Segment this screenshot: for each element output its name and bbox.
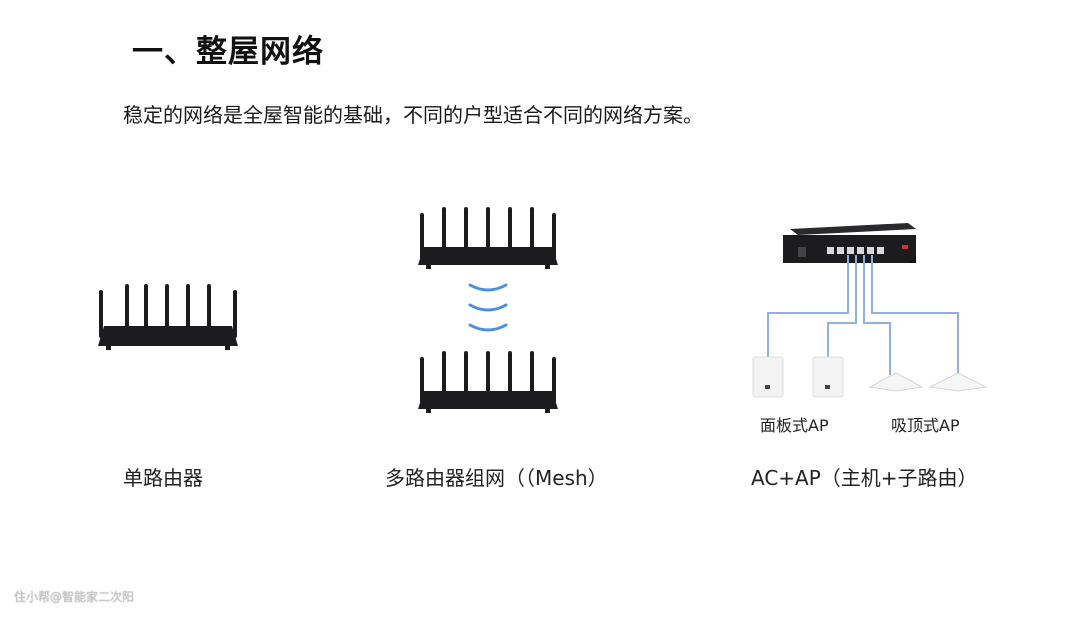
page-subtitle: 稳定的网络是全屋智能的基础，不同的户型适合不同的网络方案。 (123, 103, 703, 127)
caption-ac-ap: AC+AP（主机+子路由） (751, 466, 978, 490)
caption-single-router: 单路由器 (123, 466, 203, 490)
panel-ap-label: 面板式AP (760, 416, 829, 435)
router-icon (98, 284, 238, 350)
mesh-illustration (414, 203, 564, 423)
mesh-routers-icon (418, 207, 558, 413)
caption-mesh: 多路由器组网（（Mesh） (385, 466, 608, 490)
ceiling-ap-icons (868, 372, 988, 392)
ac-ap-illustration (750, 215, 1000, 400)
ceiling-ap-label: 吸顶式AP (891, 416, 960, 435)
page-title: 一、整屋网络 (132, 34, 324, 70)
single-router-illustration (94, 280, 244, 360)
ac-ap-diagram-icon (752, 223, 988, 398)
watermark: 住小帮@智能家二次阳 (14, 590, 135, 604)
switch-icon (783, 223, 916, 263)
panel-ap-icons (752, 356, 844, 398)
